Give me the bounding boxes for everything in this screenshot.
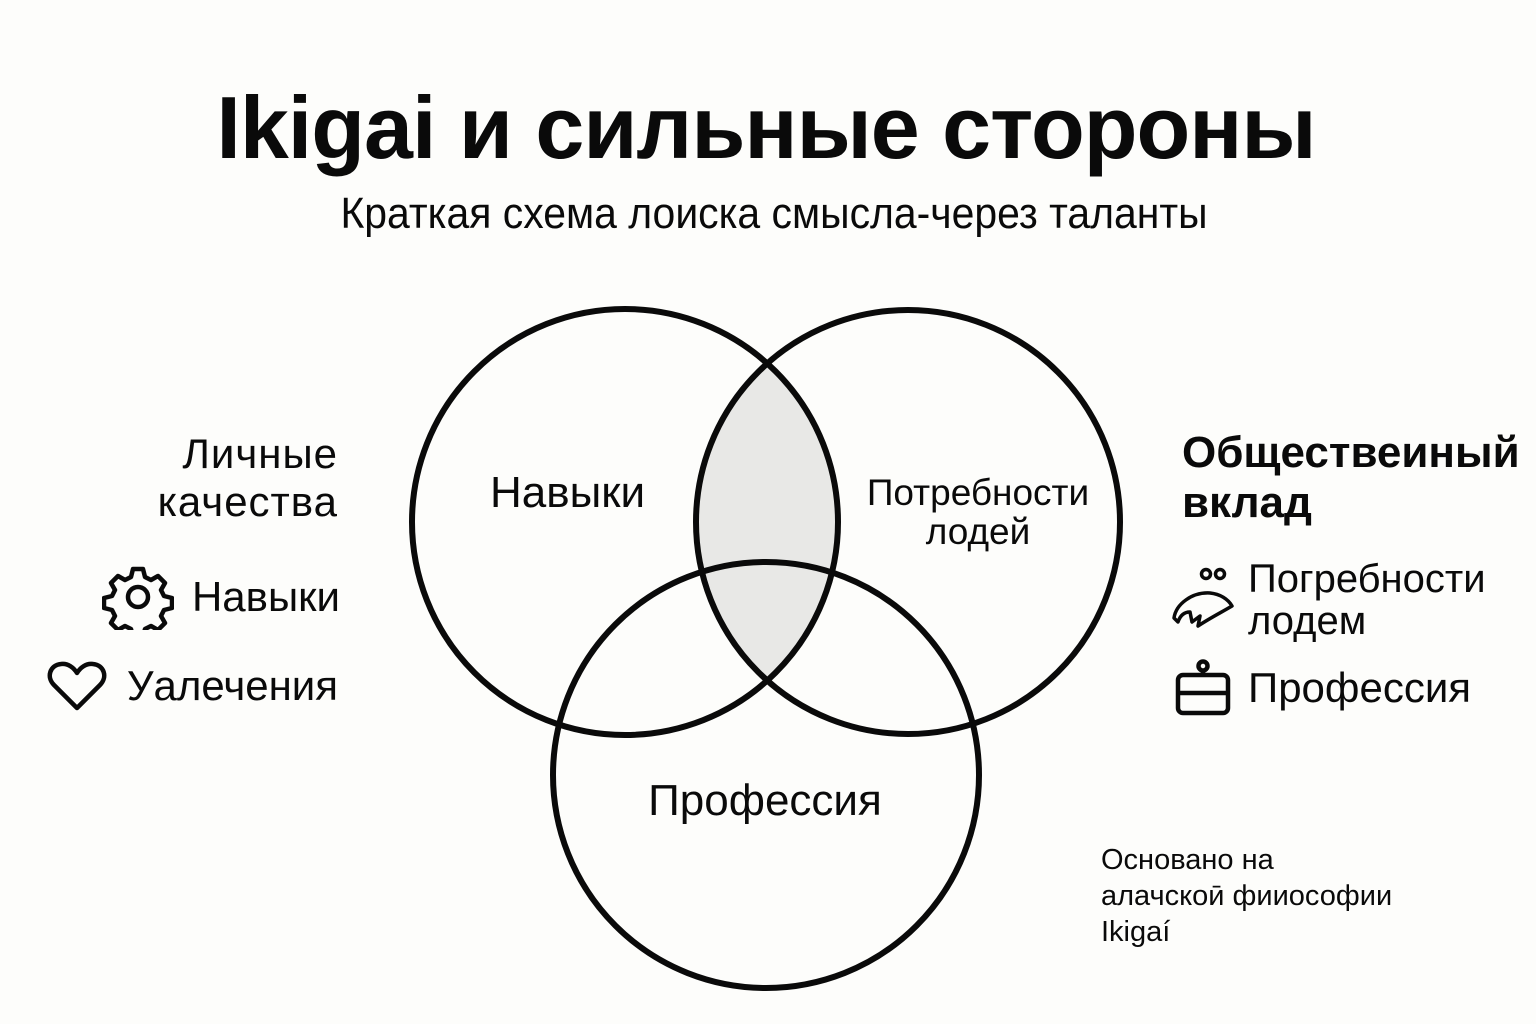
footnote-line1: Основано на [1101, 844, 1274, 876]
gear-icon [101, 564, 174, 630]
venn-circle-needs [693, 307, 1123, 737]
legend-social-contribution: Обществеиный вклад Погребности лодем [1172, 428, 1520, 718]
legend-item-hobbies: Уалечения [47, 660, 338, 712]
footnote-line3: Ikigaí [1101, 916, 1171, 948]
page-title: Ikigai и сильные стороны [216, 78, 1316, 177]
venn-label-needs-line1: Потребности [866, 472, 1090, 513]
legend-item-needs-label-line1: Погребности [1248, 557, 1486, 601]
legend-left-title-line2: качества [157, 478, 338, 525]
venn-label-needs-line2: лодей [925, 510, 1031, 552]
venn-label-needs: Потребности лодей [846, 472, 1110, 552]
people-hands-icon [1170, 566, 1236, 638]
legend-item-profession-label: Профессия [1248, 664, 1472, 711]
legend-right-title-line1: Обществеиный [1182, 428, 1520, 477]
legend-personal-qualities: Личные качества Навыки Уалечения [47, 430, 340, 712]
venn-label-skills: Навыки [489, 468, 646, 517]
legend-left-title-line1: Личные [182, 430, 338, 477]
legend-right-title-line2: вклад [1182, 478, 1312, 527]
legend-item-profession: Профессия [1174, 658, 1520, 718]
page-subtitle: Краткая схема лоиска смысла-через талант… [340, 189, 1208, 238]
legend-left-title: Личные качества [47, 430, 338, 526]
venn-circle-skills [409, 306, 841, 738]
legend-right-title: Обществеиный вклад [1182, 428, 1520, 528]
legend-item-hobbies-label: Уалечения [126, 662, 338, 709]
footnote-line2: алачскоӣ фииософии [1101, 880, 1393, 912]
footnote: Основано на алачскоӣ фииософии Ikigaí [1101, 842, 1501, 950]
venn-label-profession: Профессия [648, 776, 882, 825]
venn-circle-profession [550, 559, 982, 991]
legend-item-needs-label-line2: лодем [1248, 599, 1367, 643]
legend-item-needs: Погребности лодем [1170, 558, 1520, 642]
legend-item-skills: Навыки [47, 564, 340, 630]
venn-intersection-highlight [696, 310, 838, 734]
heart-icon [47, 660, 107, 712]
legend-item-skills-label: Навыки [191, 573, 340, 620]
briefcase-icon [1174, 658, 1232, 718]
